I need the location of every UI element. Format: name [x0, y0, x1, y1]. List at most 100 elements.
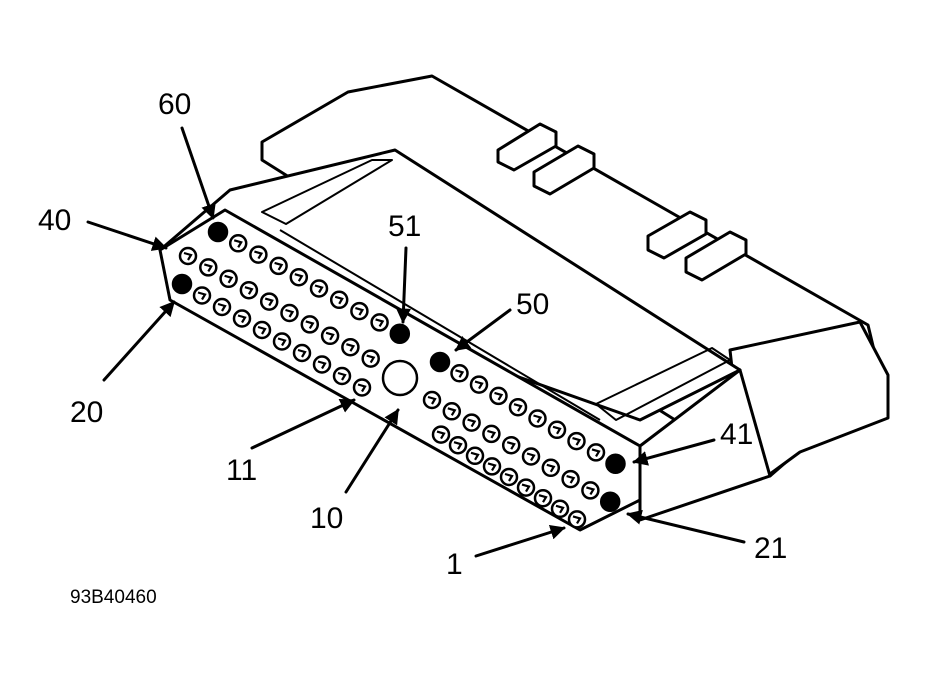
leader-pin-41: [632, 438, 716, 466]
pin-cavity-55: [309, 279, 329, 298]
pin-terminal-43: [572, 437, 582, 446]
pin-cavity-23: [561, 469, 580, 489]
pin-terminal-57: [274, 261, 284, 271]
pin-cavities: [171, 221, 626, 529]
leader-pin-60: [180, 126, 216, 220]
pin-cavity-57: [269, 256, 288, 276]
leader-pin-40: [86, 220, 168, 251]
pin-terminal-49: [455, 369, 465, 378]
pin-terminal-31: [366, 354, 376, 364]
pin-terminal-26: [506, 441, 516, 450]
pin-cavity-28: [462, 413, 481, 432]
pin-terminal-58: [254, 250, 264, 260]
pin-terminal-52: [375, 318, 385, 327]
pin-cavity-5: [499, 467, 519, 487]
pin-cavity-20: [171, 273, 193, 295]
pin-cavity-29: [442, 402, 462, 421]
pin-terminal-35: [285, 308, 295, 318]
pin-terminal-7: [470, 451, 480, 461]
connector-top-deck: [158, 148, 742, 422]
pin-cavity-18: [212, 297, 232, 317]
pin-terminal-18: [217, 302, 227, 312]
pin-terminal-15: [277, 337, 287, 347]
pin-terminal-17: [237, 314, 247, 324]
pin-cavity-7: [465, 446, 485, 466]
pin-cavity-37: [239, 280, 259, 300]
pin-cavity-33: [320, 326, 340, 346]
leader-pin-20: [102, 300, 176, 382]
pin-cavity-43: [567, 431, 586, 451]
label-pin-20: 20: [70, 396, 103, 429]
pin-cavity-8: [448, 435, 468, 455]
leader-pin-21: [626, 509, 746, 544]
pin-terminal-32: [346, 343, 356, 352]
latch-top-2: [532, 144, 596, 196]
pin-cavity-13: [312, 355, 332, 374]
pin-terminal-30: [427, 395, 437, 405]
pin-cavity-1: [567, 510, 587, 529]
pin-cavity-15: [272, 332, 292, 351]
pin-terminal-53: [355, 307, 365, 316]
leader-pin-51: [396, 246, 412, 324]
callout-labels: 60 40 51 50 20 11 10 41 21 1: [38, 88, 787, 581]
pin-terminal-42: [591, 448, 601, 457]
pin-terminal-48: [474, 380, 484, 390]
pin-cavity-52: [370, 313, 389, 332]
label-pin-1: 1: [446, 548, 463, 581]
pin-cavity-27: [482, 424, 501, 444]
pin-terminal-5: [504, 472, 514, 482]
pin-cavity-40: [178, 246, 198, 266]
pin-terminal-2: [555, 504, 565, 514]
label-pin-41: 41: [720, 418, 753, 451]
pin-terminal-56: [294, 273, 304, 282]
pin-terminal-1: [572, 515, 582, 524]
pin-cavity-39: [199, 258, 218, 277]
label-pin-11: 11: [226, 454, 257, 487]
pin-cavity-54: [329, 290, 349, 310]
pin-cavity-14: [292, 343, 312, 363]
pin-terminal-8: [453, 441, 463, 450]
pin-terminal-59: [233, 239, 243, 248]
leader-lines: [86, 126, 746, 558]
pin-terminal-29: [447, 407, 457, 416]
label-pin-40: 40: [38, 204, 71, 237]
pin-terminal-22: [586, 486, 596, 495]
pin-terminal-39: [203, 263, 213, 272]
pin-cavity-56: [289, 267, 309, 287]
pin-terminal-9: [436, 430, 446, 440]
label-pin-10: 10: [310, 502, 343, 535]
label-pin-21: 21: [754, 532, 787, 565]
pin-terminal-19: [197, 291, 207, 301]
pin-cavity-53: [350, 301, 369, 321]
pin-terminal-4: [521, 483, 531, 493]
pin-terminal-55: [314, 284, 324, 294]
pin-cavity-59: [228, 234, 248, 253]
pin-terminal-23: [566, 475, 576, 484]
pin-cavity-31: [361, 349, 380, 368]
pin-cavity-9: [431, 425, 451, 444]
pin-cavity-34: [300, 315, 320, 334]
pin-terminal-46: [513, 403, 523, 412]
pin-cavity-47: [489, 386, 508, 406]
pin-cavity-30: [422, 390, 442, 410]
pin-terminal-38: [224, 274, 234, 284]
figure-id: 93B40460: [70, 587, 157, 608]
pin-terminal-28: [467, 418, 477, 428]
pin-terminal-36: [264, 297, 274, 307]
pin-cavity-4: [516, 478, 536, 497]
label-pin-60: 60: [158, 88, 191, 121]
pin-cavity-11: [352, 378, 372, 397]
pin-cavity-38: [219, 269, 238, 289]
pin-cavity-3: [533, 488, 553, 508]
pin-terminal-11: [357, 383, 367, 393]
pin-cavity-6: [482, 457, 502, 476]
pin-cavity-2: [550, 499, 570, 519]
pin-cavity-25: [521, 447, 541, 466]
pin-terminal-54: [334, 295, 344, 305]
pin-cavity-36: [259, 292, 279, 311]
connector-side-wall: [638, 368, 772, 522]
pin-cavity-16: [252, 320, 272, 340]
pin-cavity-46: [508, 397, 528, 417]
pin-cavity-35: [280, 303, 299, 323]
